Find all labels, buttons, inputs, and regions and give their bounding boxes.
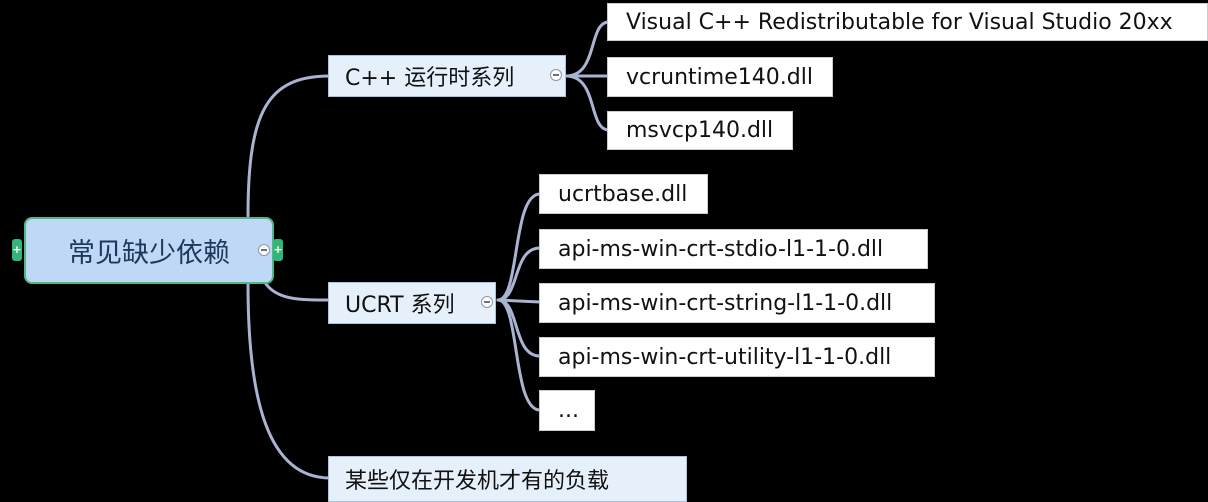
ucrt-collapse-icon[interactable] [481, 296, 493, 308]
leaf-label: api-ms-win-crt-string-l1-1-0.dll [558, 290, 893, 316]
leaf-vc-redistributable[interactable]: Visual C++ Redistributable for Visual St… [607, 3, 1208, 41]
root-collapse-icon[interactable] [258, 244, 270, 256]
leaf-crt-utility[interactable]: api-ms-win-crt-utility-l1-1-0.dll [539, 337, 935, 377]
link-root-dev [246, 282, 332, 480]
expand-right-icon[interactable]: + [273, 239, 283, 261]
branch-cpp-runtime[interactable]: C++ 运行时系列 [328, 55, 566, 97]
link-cpp-msvcp [564, 74, 610, 132]
leaf-label: api-ms-win-crt-stdio-l1-1-0.dll [558, 236, 884, 262]
leaf-label: api-ms-win-crt-utility-l1-1-0.dll [558, 344, 892, 370]
expand-left-icon[interactable]: + [12, 239, 22, 261]
link-cpp-vcredist [564, 20, 610, 78]
leaf-crt-stdio[interactable]: api-ms-win-crt-stdio-l1-1-0.dll [539, 229, 928, 269]
link-root-ucrt [264, 282, 332, 302]
leaf-crt-string[interactable]: api-ms-win-crt-string-l1-1-0.dll [539, 283, 935, 323]
link-ucrt-ucrtbase [496, 192, 542, 302]
leaf-label: ... [558, 398, 579, 423]
cpp-runtime-collapse-icon[interactable] [550, 69, 562, 81]
branch-dev-only-label: 某些仅在开发机才有的负载 [345, 469, 610, 494]
root-label: 常见缺少依赖 [68, 238, 230, 269]
link-ucrt-more [496, 298, 542, 412]
link-ucrt-utility [496, 298, 542, 358]
link-ucrt-stdio [496, 246, 542, 302]
link-ucrt-string [496, 298, 542, 304]
leaf-ucrtbase[interactable]: ucrtbase.dll [539, 174, 708, 214]
leaf-label: ucrtbase.dll [558, 181, 688, 207]
branch-dev-only[interactable]: 某些仅在开发机才有的负载 [328, 456, 687, 502]
leaf-vcruntime140[interactable]: vcruntime140.dll [607, 57, 833, 97]
leaf-label: msvcp140.dll [626, 118, 774, 143]
leaf-label: Visual C++ Redistributable for Visual St… [626, 9, 1173, 35]
branch-ucrt[interactable]: UCRT 系列 [328, 282, 496, 324]
leaf-msvcp140[interactable]: msvcp140.dll [607, 111, 793, 150]
leaf-label: vcruntime140.dll [626, 64, 813, 90]
link-root-cpp [246, 74, 332, 218]
branch-ucrt-label: UCRT 系列 [345, 293, 455, 318]
leaf-more[interactable]: ... [539, 390, 595, 431]
root-node[interactable]: 常见缺少依赖 [24, 217, 274, 284]
branch-cpp-runtime-label: C++ 运行时系列 [345, 66, 515, 91]
